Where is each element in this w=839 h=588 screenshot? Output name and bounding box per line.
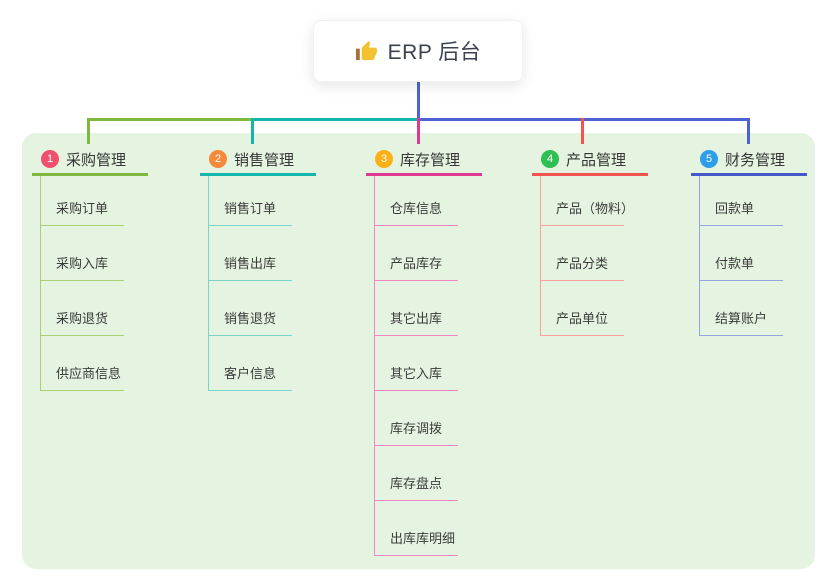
branch-children: 产品（物料） 产品分类 产品单位 (540, 176, 634, 336)
child-node[interactable]: 回款单 (700, 176, 783, 226)
branch-badge: 2 (209, 150, 227, 168)
branch-children: 销售订单 销售出库 销售退货 客户信息 (208, 176, 292, 391)
child-node[interactable]: 采购入库 (41, 226, 124, 281)
branch-column-sales: 2 销售管理 销售订单 销售出库 销售退货 客户信息 (200, 145, 316, 391)
branch-node-sales[interactable]: 2 销售管理 (200, 145, 316, 176)
branch-title: 产品管理 (566, 151, 627, 169)
child-node[interactable]: 出库库明细 (375, 501, 458, 556)
group-panel (22, 133, 815, 569)
root-title: ERP 后台 (387, 41, 482, 64)
child-node[interactable]: 销售订单 (209, 176, 292, 226)
child-node[interactable]: 库存调拨 (375, 391, 458, 446)
child-node[interactable]: 产品库存 (375, 226, 458, 281)
branch-column-product: 4 产品管理 产品（物料） 产品分类 产品单位 (532, 145, 648, 336)
child-node[interactable]: 其它入库 (375, 336, 458, 391)
branch-node-inventory[interactable]: 3 库存管理 (366, 145, 482, 176)
child-node[interactable]: 产品（物料） (541, 176, 634, 226)
connector-bus-right-blue (418, 118, 750, 121)
branch-title: 库存管理 (400, 151, 461, 169)
connector-drop-branch5 (747, 118, 750, 144)
connector-drop-branch4 (581, 118, 584, 144)
child-node[interactable]: 其它出库 (375, 281, 458, 336)
branch-column-finance: 5 财务管理 回款单 付款单 结算账户 (691, 145, 807, 336)
connector-bus-left-green (87, 118, 253, 121)
branch-children: 采购订单 采购入库 采购退货 供应商信息 (40, 176, 124, 391)
child-node[interactable]: 付款单 (700, 226, 783, 281)
child-node[interactable]: 产品分类 (541, 226, 624, 281)
connector-root-vertical (417, 82, 420, 121)
branch-badge: 3 (375, 150, 393, 168)
connector-bus-left-teal (253, 118, 418, 121)
branch-column-inventory: 3 库存管理 仓库信息 产品库存 其它出库 其它入库 库存调拨 库存盘点 出库库… (366, 145, 482, 556)
connector-drop-branch3 (417, 118, 420, 144)
branch-node-purchase[interactable]: 1 采购管理 (32, 145, 148, 176)
branch-children: 回款单 付款单 结算账户 (699, 176, 783, 336)
connector-drop-branch1 (87, 118, 90, 144)
child-node[interactable]: 采购订单 (41, 176, 124, 226)
connector-drop-branch2 (251, 118, 254, 144)
branch-node-finance[interactable]: 5 财务管理 (691, 145, 807, 176)
branch-title: 采购管理 (66, 151, 127, 169)
branch-node-product[interactable]: 4 产品管理 (532, 145, 648, 176)
branch-title: 销售管理 (234, 151, 295, 169)
child-node[interactable]: 采购退货 (41, 281, 124, 336)
branch-badge: 1 (41, 150, 59, 168)
branch-children: 仓库信息 产品库存 其它出库 其它入库 库存调拨 库存盘点 出库库明细 (374, 176, 458, 556)
child-node[interactable]: 库存盘点 (375, 446, 458, 501)
child-node[interactable]: 产品单位 (541, 281, 624, 336)
child-node[interactable]: 仓库信息 (375, 176, 458, 226)
child-node[interactable]: 销售出库 (209, 226, 292, 281)
root-node[interactable]: ERP 后台 (313, 20, 523, 82)
child-node[interactable]: 结算账户 (700, 281, 783, 336)
branch-title: 财务管理 (725, 151, 786, 169)
child-node[interactable]: 销售退货 (209, 281, 292, 336)
branch-badge: 5 (700, 150, 718, 168)
child-node[interactable]: 供应商信息 (41, 336, 124, 391)
branch-column-purchase: 1 采购管理 采购订单 采购入库 采购退货 供应商信息 (32, 145, 148, 391)
thumbs-up-icon (355, 40, 377, 60)
child-node[interactable]: 客户信息 (209, 336, 292, 391)
branch-badge: 4 (541, 150, 559, 168)
